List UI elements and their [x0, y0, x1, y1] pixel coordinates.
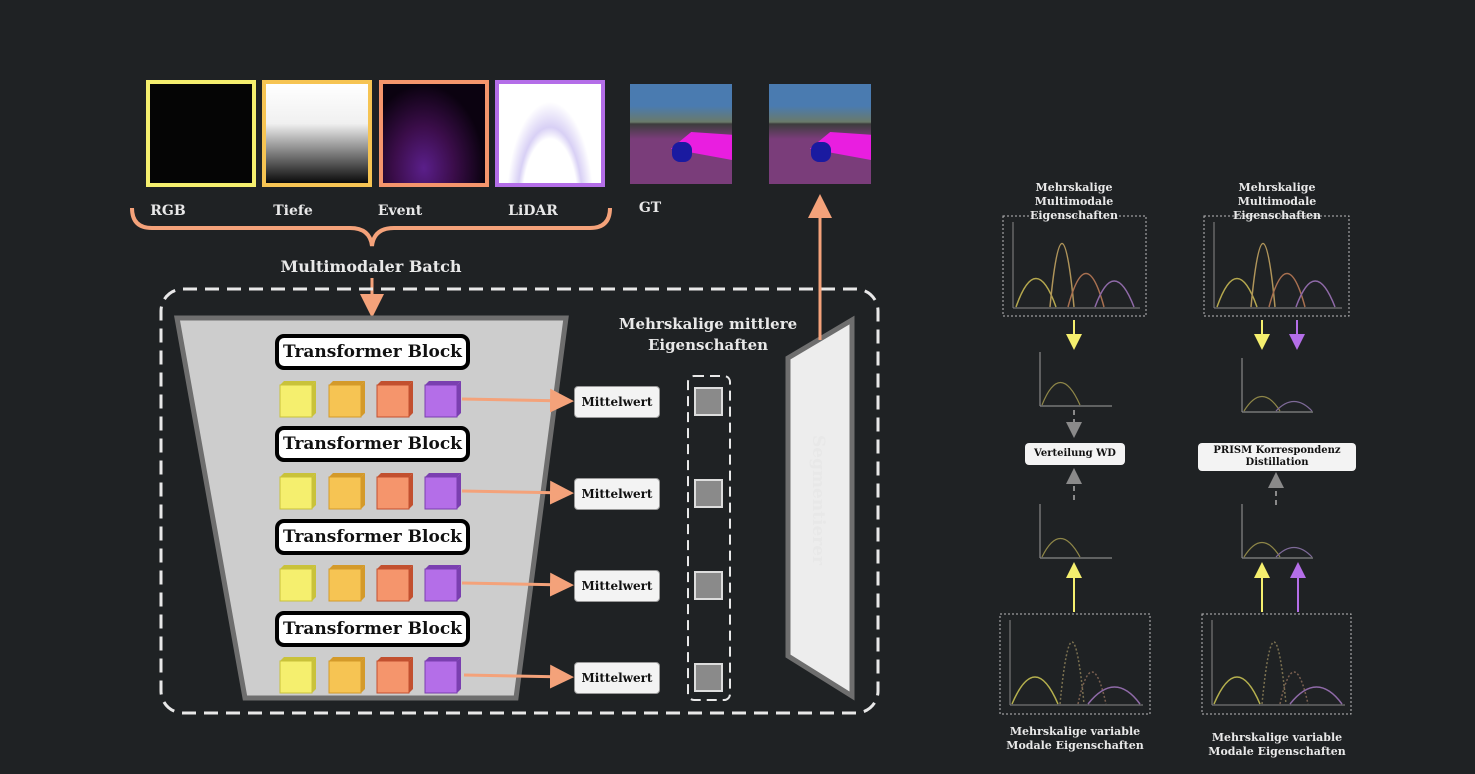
token-arrow-3: [461, 572, 574, 597]
label-rgb: RGB: [150, 203, 186, 219]
model-container: [159, 287, 880, 715]
token-arrow-1: [461, 388, 574, 413]
token-cube-rgb-1: [279, 381, 316, 418]
mini-plot-right-lower: [1241, 504, 1313, 559]
token-cube-event-4: [376, 657, 413, 694]
intermediate-features-label: Mehrskalige mittlere Eigenschaften: [618, 315, 798, 354]
plot-right-bottom-curves: [1211, 620, 1345, 706]
mean-box-3: Mittelwert: [574, 570, 660, 602]
intermediate-feature-column: [687, 375, 731, 701]
transformer-block-3: Transformer Block: [275, 519, 470, 555]
left-bottom-title: Mehrskalige variable Modale Eigenschafte…: [1006, 725, 1144, 752]
transformer-block-2: Transformer Block: [275, 426, 470, 462]
token-cube-event-3: [376, 565, 413, 602]
mean-box-1: Mittelwert: [574, 386, 660, 418]
mean-box-4: Mittelwert: [574, 662, 660, 694]
transformer-block-1: Transformer Block: [275, 334, 470, 370]
token-cube-depth-4: [328, 657, 365, 694]
token-cube-rgb-4: [279, 657, 316, 694]
plot-left-bottom-curves: [1009, 620, 1143, 706]
label-lidar: LiDAR: [508, 203, 558, 219]
mean-box-2: Mittelwert: [574, 478, 660, 510]
plot-frame-left-bottom: [999, 613, 1151, 715]
mini-plot-right-upper: [1241, 358, 1313, 413]
token-cube-event-2: [376, 473, 413, 510]
label-gt: GT: [638, 200, 662, 216]
label-depth: Tiefe: [273, 203, 313, 219]
token-cube-depth-3: [328, 565, 365, 602]
plot-right-top-curves: [1213, 222, 1342, 309]
token-cube-depth-2: [328, 473, 365, 510]
transformer-block-4: Transformer Block: [275, 611, 470, 647]
plot-frame-right-bottom: [1201, 613, 1352, 715]
plot-frame-left-top: [1002, 215, 1147, 317]
rgb-image: [146, 80, 256, 187]
modality-brace: [130, 207, 612, 247]
token-cube-lidar-4: [424, 657, 461, 694]
feature-square-3: [694, 571, 723, 600]
feature-square-4: [694, 663, 723, 692]
segmenter-trapezoid: [785, 315, 855, 701]
gt-image: [630, 84, 732, 184]
prediction-image: [769, 84, 871, 184]
token-arrow-4: [463, 664, 574, 689]
token-cube-event-1: [376, 381, 413, 418]
token-cubes: [279, 381, 461, 694]
plot-left-top-curves: [1012, 222, 1140, 309]
token-cube-depth-1: [328, 381, 365, 418]
token-cube-rgb-2: [279, 473, 316, 510]
token-arrow-2: [461, 480, 574, 505]
token-cube-lidar-2: [424, 473, 461, 510]
lidar-image: [495, 80, 605, 187]
right-bottom-title: Mehrskalige variable Modale Eigenschafte…: [1208, 731, 1346, 758]
plot-frame-right-top: [1203, 215, 1350, 317]
segmenter-label: Segmentierer: [808, 435, 828, 565]
left-top-title: Mehrskalige Multimodale Eigenschaften: [1029, 181, 1119, 222]
batch-label: Multimodaler Batch: [280, 257, 462, 276]
label-event: Event: [377, 203, 423, 219]
prism-distillation-box: PRISM Korrespondenz Distillation: [1198, 443, 1356, 471]
mini-plot-left-lower: [1039, 504, 1112, 559]
mini-plot-left-upper: [1039, 352, 1112, 407]
token-cube-rgb-3: [279, 565, 316, 602]
feature-square-1: [694, 387, 723, 416]
token-cube-lidar-1: [424, 381, 461, 418]
encoder-trapezoid: [174, 315, 569, 701]
event-image: [379, 80, 489, 187]
feature-square-2: [694, 479, 723, 508]
distribution-wd-box: Verteilung WD: [1025, 443, 1125, 465]
depth-image: [262, 80, 372, 187]
token-cube-lidar-3: [424, 565, 461, 602]
right-top-title: Mehrskalige Multimodale Eigenschaften: [1232, 181, 1322, 222]
